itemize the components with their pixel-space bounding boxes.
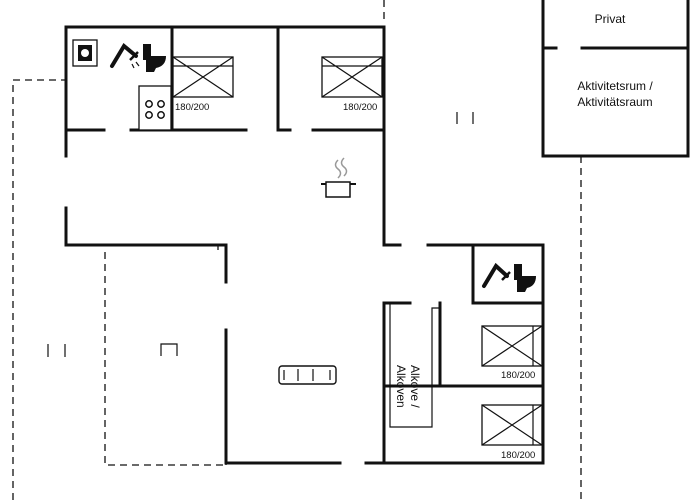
- bed-size-label-1: 180/200: [175, 102, 209, 113]
- bed-top-right: [321, 56, 383, 98]
- bed-top-left: [172, 56, 234, 98]
- toilet-icon-2: [514, 264, 536, 292]
- bed-size-label-3: 180/200: [501, 370, 535, 381]
- bed-size-label-4: 180/200: [501, 450, 535, 461]
- bed-lower-1: [481, 325, 543, 367]
- room-label-activity-1: Aktivitetsrum /: [577, 79, 653, 93]
- alcove-label-line2: Alkoven: [394, 365, 408, 408]
- shower-icon-2: [482, 262, 511, 288]
- room-label-activity-2: Aktivitätsraum: [577, 95, 652, 109]
- cooking-pot-icon: [321, 157, 356, 198]
- alcove-label-line1: Alkove /: [408, 365, 422, 408]
- bed-size-label-2: 180/200: [343, 102, 377, 113]
- bed-lower-2: [481, 404, 543, 446]
- stove-icon: [138, 85, 172, 131]
- sofa-icon: [278, 365, 337, 385]
- room-label-private: Privat: [595, 12, 626, 26]
- washing-machine-icon: [72, 39, 98, 67]
- window-marks: [47, 112, 474, 357]
- alcove-frame: [389, 303, 440, 428]
- alcove-label: Alkove / Alkoven: [394, 365, 422, 408]
- shower-icon: [110, 42, 140, 69]
- toilet-icon: [143, 44, 166, 72]
